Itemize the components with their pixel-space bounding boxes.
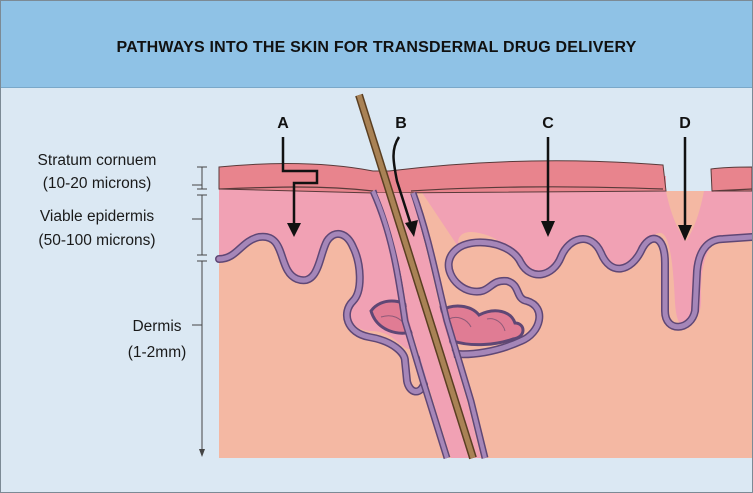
scale-bracket-arrowhead xyxy=(199,449,205,457)
stratum-corneum-size: (10-20 microns) xyxy=(43,175,152,192)
stratum-corneum-layer xyxy=(219,161,666,193)
pathway-b-label: B xyxy=(395,115,407,132)
stratum-corneum-right xyxy=(711,167,752,191)
viable-epidermis-size: (50-100 microns) xyxy=(38,232,155,249)
dermis-size: (1-2mm) xyxy=(128,344,187,361)
stratum-corneum-name: Stratum cornuem xyxy=(38,152,157,169)
pathway-a-label: A xyxy=(277,115,289,132)
pathway-d-label: D xyxy=(679,115,691,132)
viable-epidermis-name: Viable epidermis xyxy=(40,208,155,225)
pathway-c-label: C xyxy=(542,115,554,132)
scale-bracket xyxy=(192,167,207,453)
dermis-name: Dermis xyxy=(132,318,181,335)
